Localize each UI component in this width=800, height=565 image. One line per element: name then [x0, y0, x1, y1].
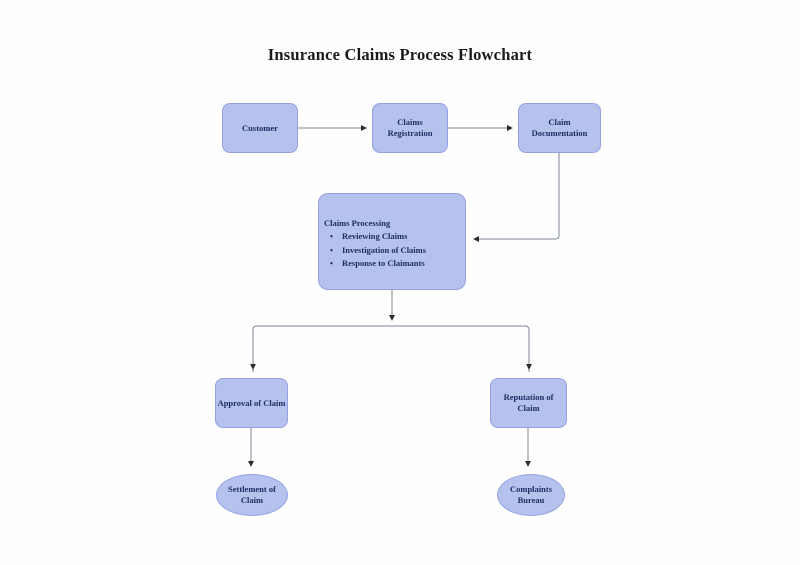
- connector-documentation-to-processing: [473, 153, 560, 242]
- connector-branch-bar: [252, 325, 530, 372]
- bullet-icon: •: [330, 231, 333, 241]
- node-claim-documentation-label: Claim Documentation: [531, 117, 588, 138]
- node-reputation-of-claim-label: Reputation of Claim: [503, 392, 554, 413]
- claims-processing-heading: Claims Processing: [324, 217, 391, 228]
- claims-processing-bullet-item: • Investigation of Claims: [323, 244, 426, 258]
- node-claims-processing: Claims Processing • Reviewing Claims • I…: [318, 193, 466, 290]
- claims-processing-bullet-item: • Reviewing Claims: [323, 230, 407, 244]
- bullet-icon: •: [330, 258, 333, 268]
- node-complaints-bureau: Complaints Bureau: [497, 474, 565, 516]
- node-reputation-of-claim: Reputation of Claim: [490, 378, 567, 428]
- node-claims-registration: Claims Registration: [372, 103, 448, 153]
- bullet-text: Investigation of Claims: [342, 244, 427, 255]
- node-complaints-bureau-label: Complaints Bureau: [509, 484, 553, 505]
- bullet-text: Response to Claimants: [342, 258, 425, 268]
- claims-processing-bullet-item: • Response to Claimants: [323, 257, 425, 271]
- node-customer: Customer: [222, 103, 298, 153]
- bullet-text: Reviewing Claims: [342, 231, 408, 241]
- node-settlement-of-claim: Settlement of Claim: [216, 474, 288, 516]
- node-customer-label: Customer: [242, 122, 278, 133]
- node-claim-documentation: Claim Documentation: [518, 103, 601, 153]
- node-settlement-of-claim-label: Settlement of Claim: [228, 484, 276, 505]
- node-approval-of-claim: Approval of Claim: [215, 378, 288, 428]
- node-claims-registration-label: Claims Registration: [387, 117, 433, 138]
- page-title: Insurance Claims Process Flowchart: [267, 45, 533, 64]
- bullet-icon: •: [330, 244, 333, 255]
- node-approval-of-claim-label: Approval of Claim: [217, 397, 286, 408]
